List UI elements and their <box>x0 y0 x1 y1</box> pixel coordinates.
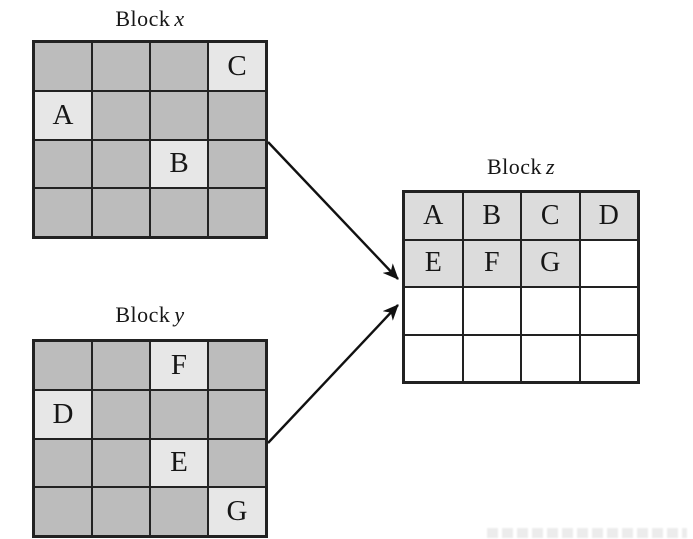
watermark <box>487 528 687 538</box>
block-x-cell <box>35 189 91 236</box>
block-y-cell <box>35 342 91 389</box>
block-x-cell <box>35 140 91 188</box>
block-z-cell <box>580 240 637 286</box>
block-y-cell <box>35 439 91 487</box>
block-y-cell <box>209 390 265 438</box>
block-y-cell <box>93 342 149 389</box>
block-y-cell <box>209 439 265 487</box>
block-y-cell <box>151 488 207 535</box>
arrow-y-to-z <box>267 304 399 444</box>
block-y-cell <box>35 488 91 535</box>
arrow-x-to-z <box>267 141 399 280</box>
block-x-cell <box>209 91 265 139</box>
block-z-cell-F: F <box>463 240 520 286</box>
block-z-cell <box>405 335 462 381</box>
block-z-cell <box>522 335 579 381</box>
block-z-cell-C: C <box>522 193 579 239</box>
block-x-cell <box>93 43 149 90</box>
block-y-title-word: Block <box>115 302 171 327</box>
block-x-cell <box>35 43 91 90</box>
block-x-title-word: Block <box>115 6 171 31</box>
block-z-cell-E: E <box>405 240 462 286</box>
block-z-cell <box>405 288 462 334</box>
block-y-title-var: y <box>174 302 185 327</box>
block-z-title-var: z <box>546 154 556 179</box>
block-z-cell <box>522 288 579 334</box>
block-x-cell <box>151 43 207 90</box>
block-x-cell-C: C <box>209 43 265 90</box>
block-x-cell-A: A <box>35 91 91 139</box>
block-x-cell <box>151 91 207 139</box>
block-z-cell <box>580 335 637 381</box>
block-y-cell <box>209 342 265 389</box>
block-x-cell <box>209 140 265 188</box>
block-y-cell <box>93 390 149 438</box>
block-y-cell-E: E <box>151 439 207 487</box>
block-z-cell <box>580 288 637 334</box>
block-x-cell <box>151 189 207 236</box>
block-x-title-var: x <box>174 6 185 31</box>
block-y-cell <box>93 439 149 487</box>
block-z-title-word: Block <box>486 154 542 179</box>
block-y-cell-D: D <box>35 390 91 438</box>
block-y-cell-G: G <box>209 488 265 535</box>
block-z-cell-A: A <box>405 193 462 239</box>
block-y-cell-F: F <box>151 342 207 389</box>
block-x-cell <box>93 189 149 236</box>
block-z-cell <box>463 335 520 381</box>
block-x-grid: C A B <box>32 40 268 239</box>
block-x-cell <box>93 91 149 139</box>
block-x-cell <box>209 189 265 236</box>
block-z-cell-D: D <box>580 193 637 239</box>
block-y-cell <box>151 390 207 438</box>
block-z-cell-B: B <box>463 193 520 239</box>
block-y-cell <box>93 488 149 535</box>
block-z-cell-G: G <box>522 240 579 286</box>
block-x-cell <box>93 140 149 188</box>
block-x-cell-B: B <box>151 140 207 188</box>
block-z-cell <box>463 288 520 334</box>
